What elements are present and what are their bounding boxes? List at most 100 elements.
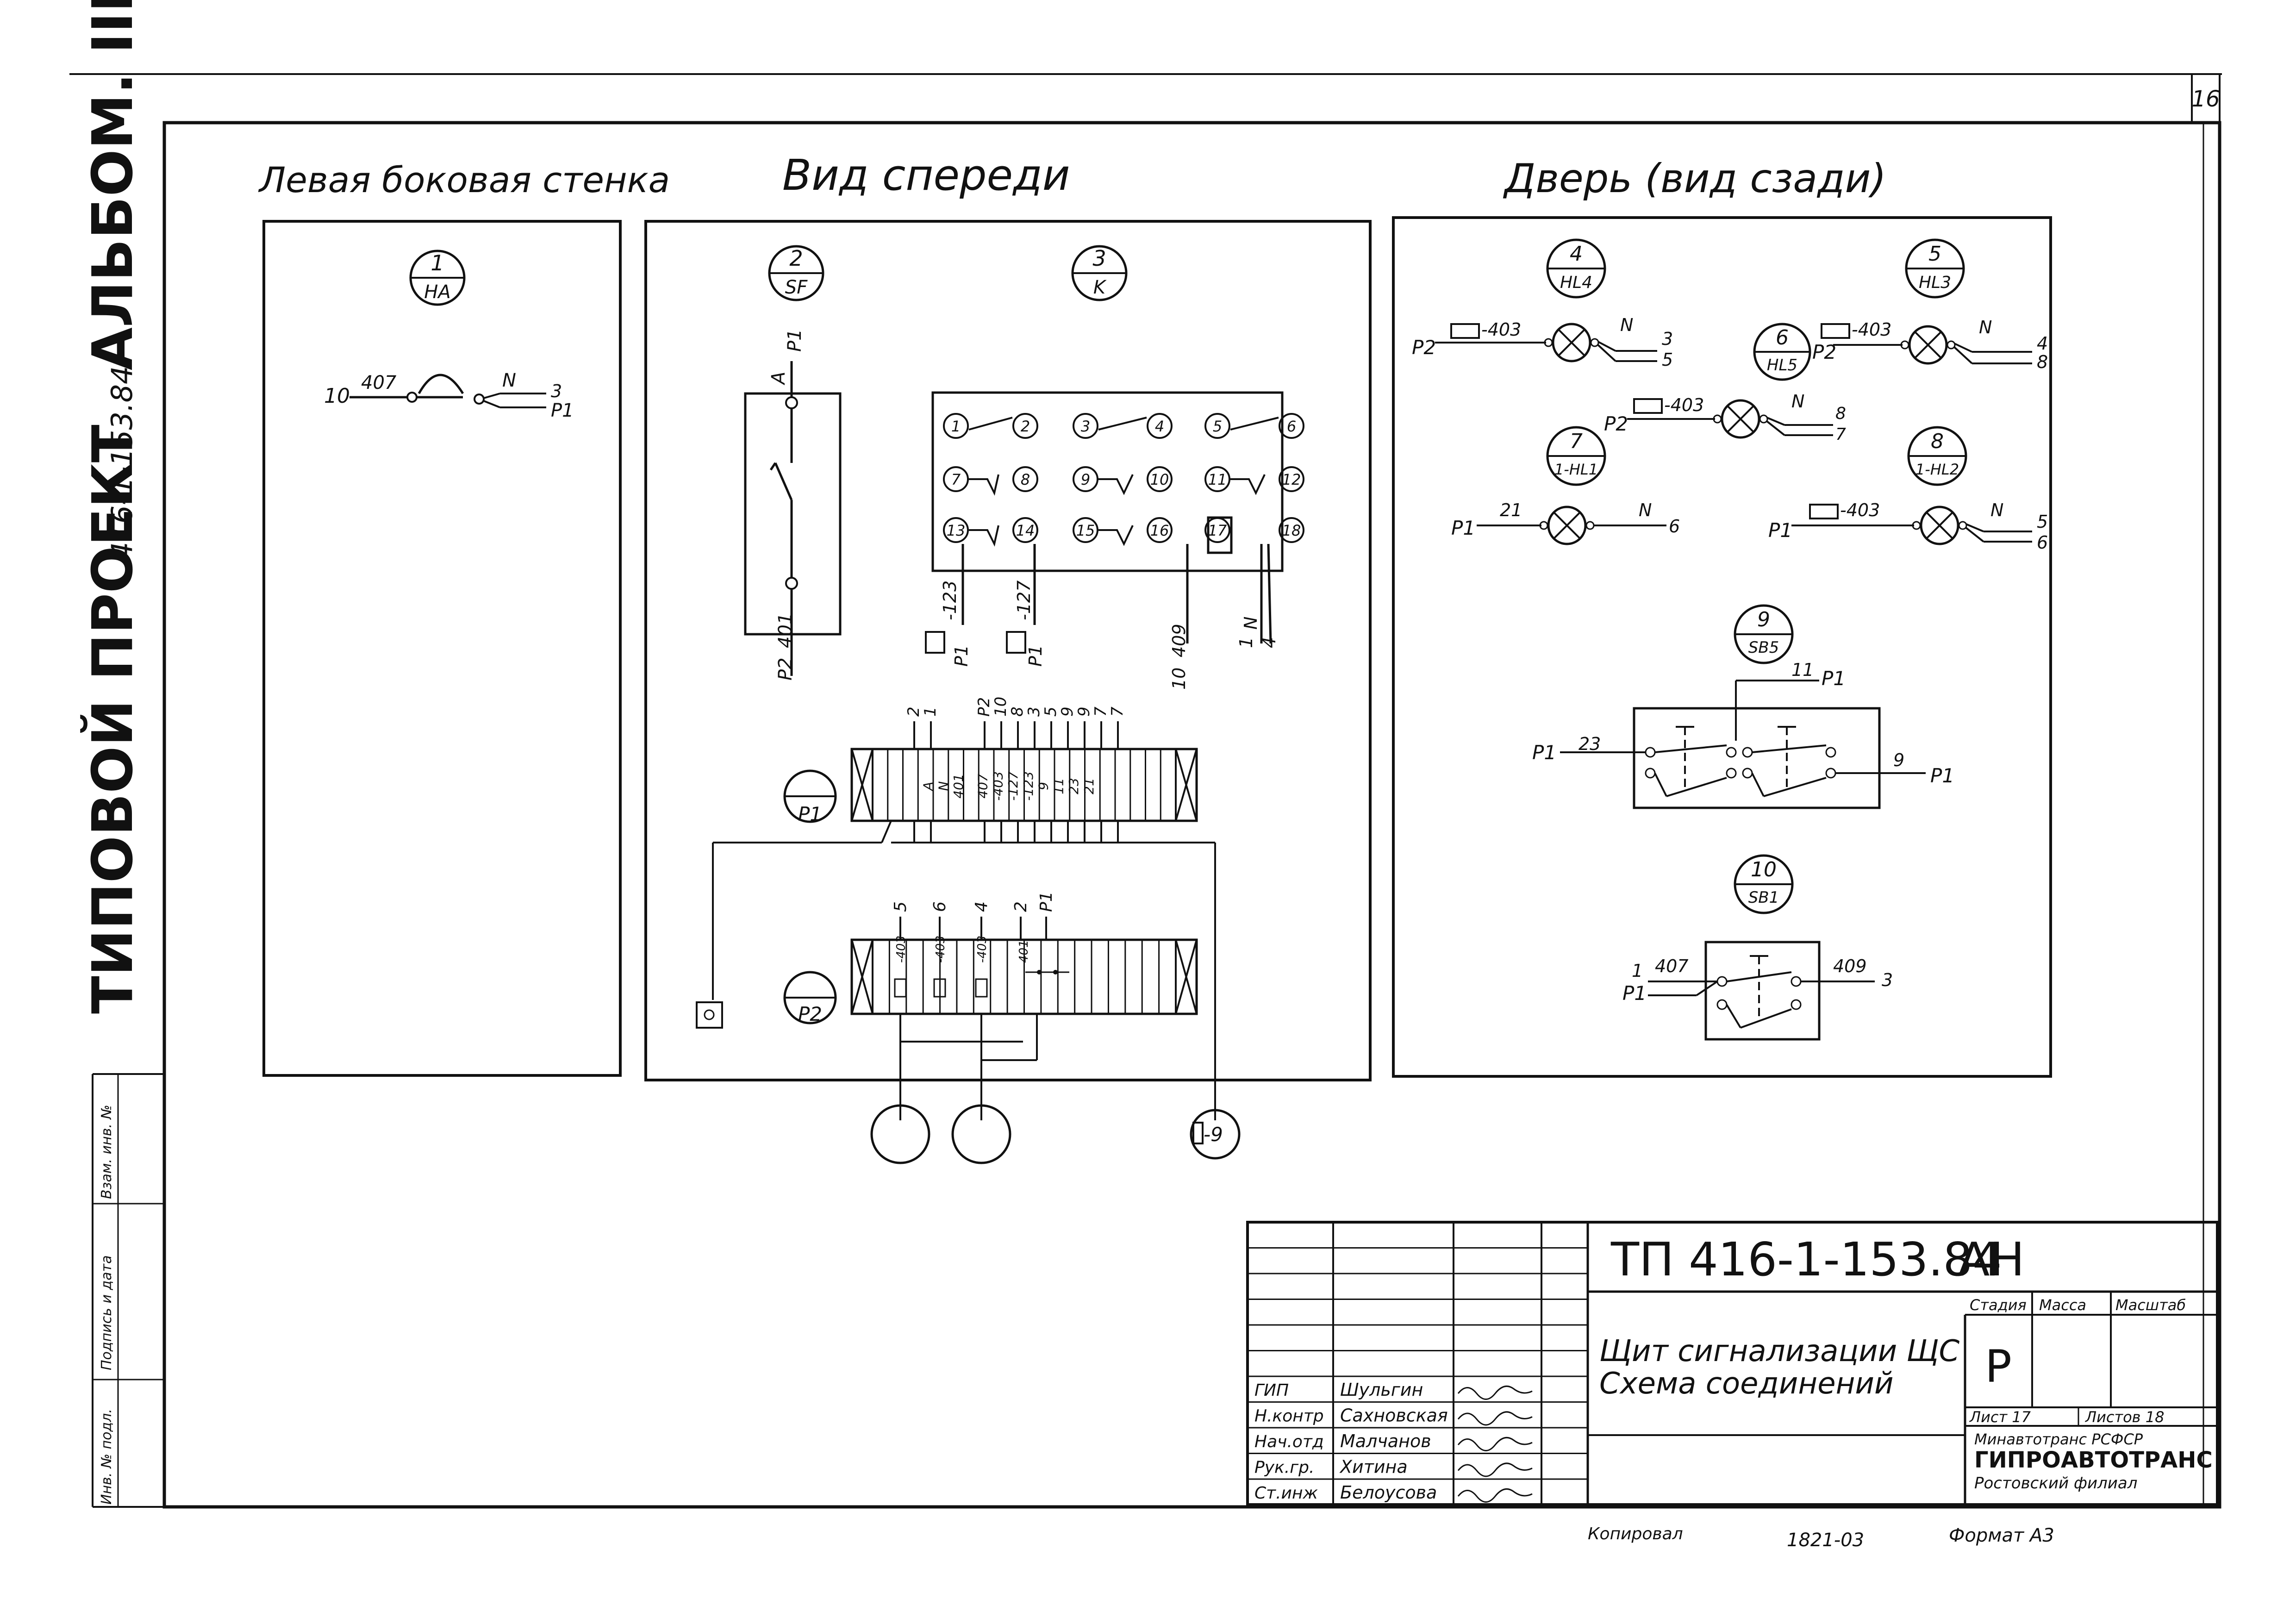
svg-text:N: N bbox=[502, 370, 516, 391]
sounder-ha: 10 407 N 3 P1 bbox=[324, 370, 574, 421]
svg-text:HL4: HL4 bbox=[1560, 273, 1592, 292]
bubble-8: 81-HL2 bbox=[1907, 426, 1967, 486]
breaker-sf: A P1 401 P2 bbox=[744, 329, 842, 681]
k-contact-num: 15 bbox=[1076, 522, 1095, 539]
svg-text:407: 407 bbox=[1655, 956, 1689, 976]
svg-text:Стадия: Стадия bbox=[1970, 1296, 2027, 1314]
p1-mark: -123 bbox=[1021, 771, 1036, 801]
svg-text:409: 409 bbox=[1169, 624, 1189, 657]
k-contact-9 bbox=[1073, 466, 1098, 492]
svg-text:4: 4 bbox=[2037, 333, 2048, 354]
p1-wire: 8 bbox=[1008, 706, 1027, 717]
svg-text:7: 7 bbox=[1835, 425, 1846, 444]
doc-name-1: Щит сигнализации ЩС bbox=[1599, 1334, 1960, 1368]
p2-mark: 401 bbox=[1017, 940, 1031, 963]
lamp-hl4: P2 -403 N 3 5 bbox=[1412, 315, 1673, 370]
panel-door bbox=[1392, 216, 2052, 1078]
tb-name: Малчанов bbox=[1340, 1431, 1431, 1451]
p1-mark: 401 bbox=[951, 774, 966, 798]
p1-wire: P2 bbox=[975, 697, 993, 717]
heading-front-view: Вид спереди bbox=[782, 150, 1070, 200]
k-contact-num: 10 bbox=[1150, 471, 1169, 488]
svg-text:407: 407 bbox=[361, 372, 397, 394]
svg-text:HL5: HL5 bbox=[1767, 356, 1797, 375]
bubble-2: 2SF bbox=[768, 245, 824, 301]
p1-mark: A bbox=[921, 781, 936, 791]
svg-text:9: 9 bbox=[1893, 750, 1904, 770]
k-contact-6 bbox=[1279, 413, 1304, 439]
p2-wire: 2 bbox=[1011, 901, 1030, 912]
side-title-main: ТИПОВОЙ ПРОЕКТ bbox=[81, 425, 145, 1014]
k-contact-num: 8 bbox=[1021, 471, 1030, 488]
svg-text:N: N bbox=[1241, 617, 1261, 630]
svg-text:3: 3 bbox=[551, 381, 562, 401]
svg-text:SF: SF bbox=[785, 277, 808, 298]
p2-wire: 4 bbox=[972, 901, 991, 912]
tb-signature bbox=[1457, 1437, 1533, 1451]
svg-text:ГИПРОАВТОТРАНС: ГИПРОАВТОТРАНС bbox=[1974, 1447, 2213, 1473]
k-contact-4 bbox=[1147, 413, 1173, 439]
k-contact-2 bbox=[1012, 413, 1038, 439]
inner-frame bbox=[162, 121, 2221, 1509]
svg-text:11: 11 bbox=[1791, 660, 1814, 680]
k-contact-num: 11 bbox=[1208, 471, 1227, 488]
tb-signature bbox=[1457, 1411, 1533, 1426]
tb-signature bbox=[1457, 1488, 1533, 1503]
svg-text:N: N bbox=[1620, 315, 1633, 335]
svg-text:P2: P2 bbox=[1604, 412, 1628, 435]
svg-text:A: A bbox=[768, 372, 789, 386]
k-contact-num: 5 bbox=[1213, 418, 1222, 435]
svg-text:P1: P1 bbox=[1768, 519, 1792, 542]
lamp-hl2: P1 -403 N 5 6 bbox=[1768, 500, 2048, 553]
svg-text:SB5: SB5 bbox=[1748, 638, 1779, 657]
svg-text:8: 8 bbox=[1931, 430, 1944, 453]
p1-mark: -403 bbox=[990, 771, 1005, 801]
k-contact-num: 1 bbox=[951, 418, 961, 435]
k-contact-12 bbox=[1279, 466, 1304, 492]
svg-text:4: 4 bbox=[1259, 637, 1279, 648]
svg-text:-403: -403 bbox=[1852, 319, 1891, 340]
stamp-repl: Взам. инв. № bbox=[99, 1105, 115, 1199]
k-contact-5 bbox=[1204, 413, 1230, 439]
side-title-album: АЛЬБОМ. III bbox=[81, 0, 145, 370]
svg-text:4: 4 bbox=[1570, 242, 1583, 266]
p1-mark: 23 bbox=[1066, 778, 1081, 794]
panel-left-wall bbox=[262, 220, 622, 1077]
svg-text:23: 23 bbox=[1578, 734, 1601, 754]
svg-text:3: 3 bbox=[1662, 329, 1673, 349]
k-contact-15 bbox=[1073, 517, 1098, 543]
svg-text:P1: P1 bbox=[1451, 517, 1475, 539]
tb-role: ГИП bbox=[1254, 1381, 1289, 1400]
svg-text:1: 1 bbox=[1236, 637, 1256, 648]
svg-text:10: 10 bbox=[324, 384, 350, 408]
sheet-number: 16 bbox=[2191, 86, 2220, 112]
tb-role: Нач.отд bbox=[1254, 1432, 1324, 1451]
p2-mark: -403 bbox=[934, 936, 948, 963]
svg-text:7: 7 bbox=[1570, 430, 1583, 453]
p1-wire: 7 bbox=[1108, 706, 1127, 717]
svg-text:409: 409 bbox=[1833, 956, 1867, 976]
k-contact-num: 14 bbox=[1016, 522, 1035, 539]
svg-text:6: 6 bbox=[1776, 326, 1789, 350]
p1-mark: 407 bbox=[975, 774, 991, 799]
svg-text:-123: -123 bbox=[940, 581, 960, 620]
svg-text:5: 5 bbox=[1662, 350, 1673, 370]
p1-wire: 10 bbox=[992, 697, 1010, 717]
doc-name-2: Схема соединений bbox=[1599, 1367, 1894, 1401]
k-contact-num: 9 bbox=[1081, 471, 1090, 488]
svg-text:Ростовский филиал: Ростовский филиал bbox=[1974, 1474, 2137, 1493]
svg-text:5: 5 bbox=[1928, 242, 1941, 266]
tb-name: Шульгин bbox=[1340, 1380, 1423, 1400]
p1-label: P1 bbox=[798, 803, 822, 825]
svg-text:5: 5 bbox=[2037, 512, 2048, 532]
footer-format: Формат А3 bbox=[1949, 1525, 2054, 1546]
svg-text:8: 8 bbox=[2037, 352, 2048, 372]
svg-text:K: K bbox=[1093, 277, 1107, 298]
lamp-hl1: P1 21 N 6 bbox=[1451, 500, 1680, 545]
svg-text:1: 1 bbox=[1632, 961, 1643, 981]
